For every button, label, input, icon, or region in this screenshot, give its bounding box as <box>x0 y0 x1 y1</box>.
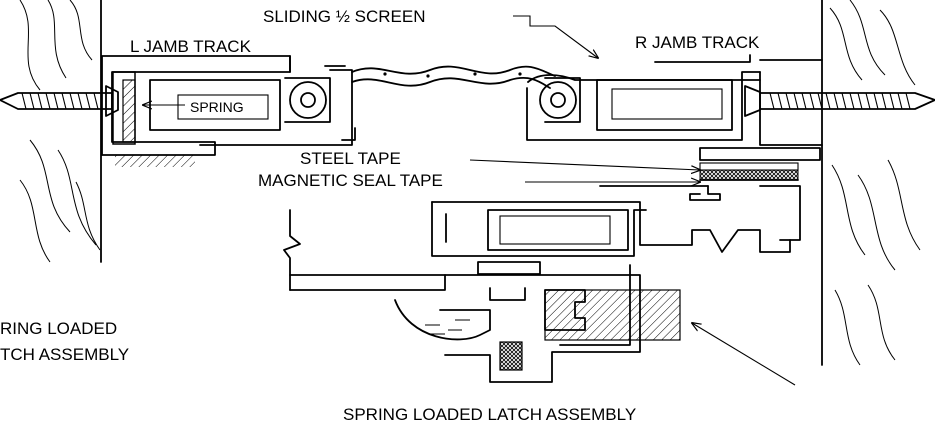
left-wall-wood <box>19 0 102 263</box>
spring-loaded-latch-left-line1: RING LOADED <box>0 319 117 338</box>
spring-loaded-latch-left-line2: TCH ASSEMBLY <box>0 345 129 364</box>
sliding-screen-label: SLIDING ½ SCREEN <box>263 7 426 26</box>
spring-label: SPRING <box>190 99 244 115</box>
steel-tape-label: STEEL TAPE <box>300 149 401 168</box>
leader-lines <box>143 15 796 386</box>
screen-fabric <box>351 65 556 89</box>
break-line <box>283 209 301 291</box>
latch-housing <box>289 261 681 383</box>
right-jamb-track <box>526 54 823 161</box>
l-jamb-track-label: L JAMB TRACK <box>130 37 252 56</box>
right-screw <box>744 85 935 117</box>
r-jamb-track-label: R JAMB TRACK <box>635 33 760 52</box>
magnetic-seal-tape-label: MAGNETIC SEAL TAPE <box>258 171 443 190</box>
center-extrusion <box>431 201 791 257</box>
right-wall-wood <box>821 0 921 366</box>
spring-loaded-latch-bottom-label: SPRING LOADED LATCH ASSEMBLY <box>343 405 636 424</box>
